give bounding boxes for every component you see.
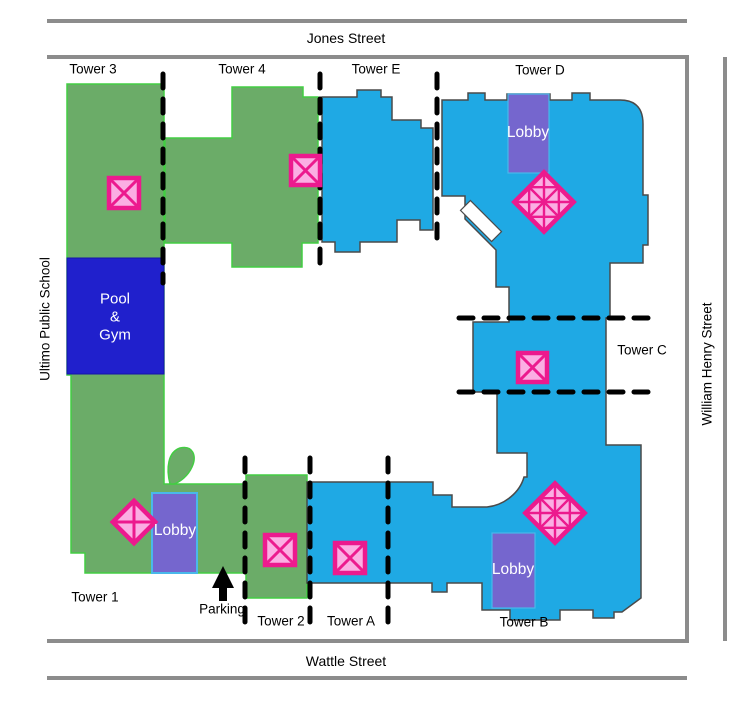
- tower-4-elevator-icon: [288, 153, 323, 188]
- tower-d-elevator-cluster-icon: [511, 169, 577, 235]
- tower-b-lobby-area: [491, 532, 536, 609]
- tower-1-lobby-area: [151, 492, 198, 574]
- pool-and-gym-area: [66, 257, 165, 375]
- tower-c-elevator-icon: [515, 350, 550, 385]
- parking-arrow-icon: [212, 566, 234, 601]
- tower-d-lobby-area: [507, 93, 550, 174]
- tower-1-elevator-icon: [109, 497, 159, 547]
- tower-a-elevator-icon: [332, 540, 368, 576]
- tower-d-notch: [459, 199, 503, 243]
- tower-boundary-lines: [160, 71, 661, 635]
- tower-3-elevator-icon: [106, 175, 142, 211]
- tower-b-elevator-cluster-icon: [522, 480, 588, 546]
- elevator-symbols: [106, 153, 588, 576]
- curved-garden-lobe: [167, 446, 195, 485]
- tower-2-elevator-icon: [262, 532, 298, 568]
- building-tower-e: [321, 89, 434, 253]
- site-boundary: [47, 55, 689, 643]
